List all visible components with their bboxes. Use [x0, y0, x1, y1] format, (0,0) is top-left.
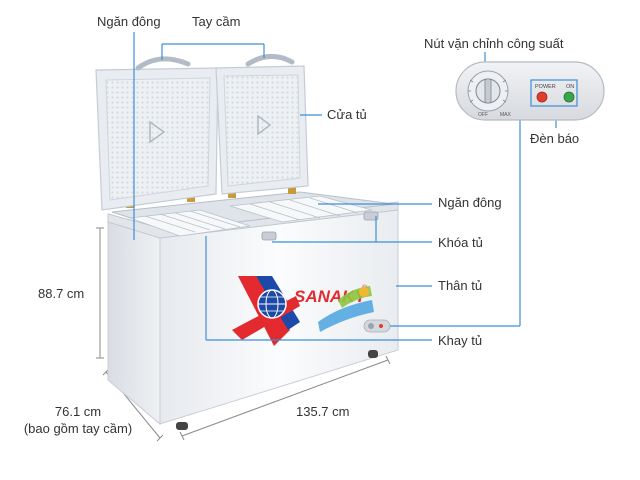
- label-ngan-dong-right: Ngăn đông: [438, 195, 502, 210]
- power-led-icon: [536, 91, 548, 103]
- dimension-depth-note: (bao gồm tay cầm): [23, 421, 133, 436]
- power-label: POWER: [535, 84, 556, 90]
- label-tay-cam: Tay cầm: [192, 14, 241, 29]
- label-cua-tu: Cửa tủ: [327, 107, 367, 122]
- sanaky-logo-icon: [232, 276, 300, 346]
- label-den-bao: Đèn báo: [530, 131, 580, 146]
- on-led-icon: [563, 91, 575, 103]
- label-nut-van: Nút vặn chỉnh công suất: [424, 36, 564, 51]
- callout-lines: [133, 32, 557, 341]
- dimension-width: 135.7 cm: [296, 404, 350, 419]
- label-than-tu: Thân tủ: [438, 278, 483, 293]
- control-panel-zoom: OFF MAX POWER ON: [455, 61, 605, 121]
- dial-off-label: OFF: [478, 112, 488, 118]
- dial-max-label: MAX: [500, 112, 512, 118]
- label-ngan-dong-top: Ngăn đông: [97, 14, 161, 29]
- knob-icon: [467, 70, 509, 112]
- dimension-depth: 76.1 cm: [54, 404, 102, 419]
- on-label: ON: [566, 84, 574, 90]
- dimension-height: 88.7 cm: [38, 286, 85, 301]
- label-khay-tu: Khay tủ: [438, 333, 483, 348]
- label-khoa-tu: Khóa tủ: [438, 235, 483, 250]
